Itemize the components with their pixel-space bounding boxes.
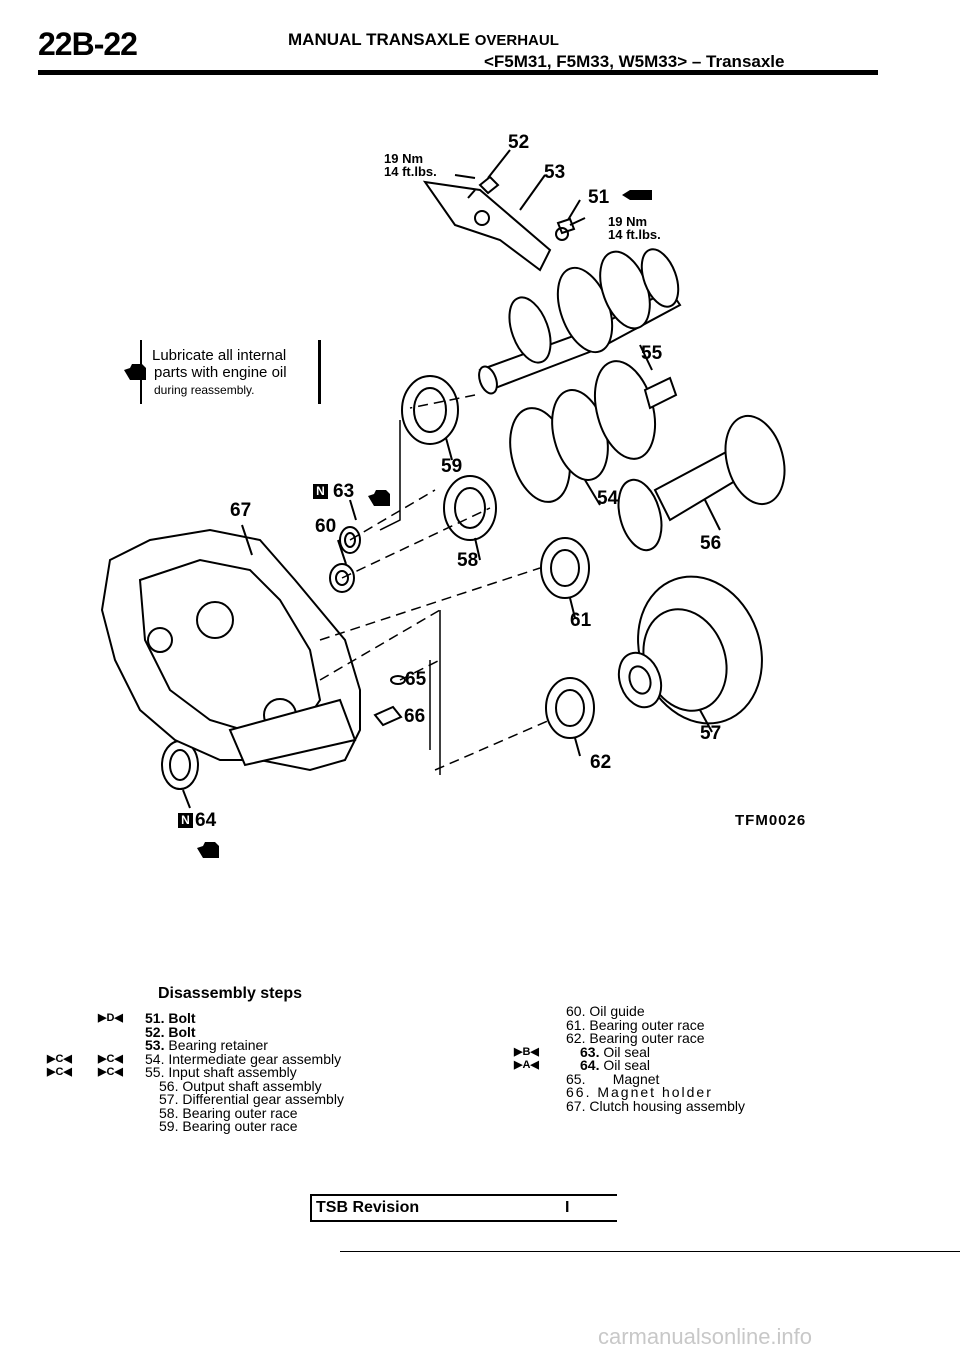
lubrication-note: Lubricate all internal parts with engine…	[140, 340, 321, 404]
oil-can-icon	[368, 490, 390, 506]
bearing-race-61	[540, 537, 590, 599]
magnet-65	[390, 675, 406, 685]
steps-left-column: ▶D◀ 51. Bolt 52. Bolt 53. Bearing retain…	[47, 1010, 344, 1134]
step-54: ▶C◀ ▶C◀ 54. Intermediate gear assembly	[47, 1050, 342, 1067]
callout-55: 55	[641, 343, 663, 364]
step-65: 65. Magnet	[566, 1070, 660, 1087]
marker-icon: ▶C◀	[98, 1052, 123, 1065]
bearing-race-62	[545, 677, 595, 739]
footer-rule	[340, 1251, 960, 1252]
step-57: 57. Differential gear assembly	[159, 1091, 344, 1107]
tsb-revision-value: I	[565, 1199, 570, 1216]
section-title: MANUAL TRANSAXLE OVERHAUL	[288, 30, 559, 50]
step-63: ▶B◀ 63. Oil seal	[514, 1043, 651, 1060]
step-66: 66. Magnet holder	[566, 1084, 713, 1100]
callout-53: 53	[544, 162, 566, 183]
step-59: 59. Bearing outer race	[159, 1118, 298, 1134]
callout-54: 54	[597, 488, 619, 509]
torque-top: 19 Nm 14 ft.lbs.	[384, 152, 437, 178]
output-shaft-assembly	[617, 414, 786, 552]
clutch-housing-assembly	[100, 528, 361, 772]
step-52: 52. Bolt	[145, 1023, 196, 1040]
bolt-51	[556, 217, 576, 235]
sealant-icon	[622, 190, 652, 200]
torque-top-nm: 19 Nm	[384, 151, 424, 166]
torque-right-ftlbs: 14 ft.lbs.	[608, 227, 661, 242]
bearing-retainer	[422, 180, 552, 272]
step-53: 53. Bearing retainer	[145, 1037, 268, 1053]
section-subtitle: <F5M31, F5M33, W5M33> – Transaxle	[484, 52, 785, 71]
step-62: 62. Bearing outer race	[566, 1030, 705, 1046]
step-58: 58. Bearing outer race	[159, 1104, 298, 1121]
section-title-overhaul: OVERHAUL	[474, 32, 559, 49]
callout-62: 62	[590, 752, 612, 773]
step-67: 67. Clutch housing assembly	[566, 1097, 745, 1114]
callout-67: 67	[230, 500, 252, 521]
new-part-mark-63: N	[313, 484, 328, 499]
bolt-53	[467, 175, 500, 199]
oil-can-icon	[197, 842, 219, 858]
torque-top-ftlbs: 14 ft.lbs.	[384, 164, 437, 179]
exploded-diagram	[100, 149, 786, 809]
callout-64: 64	[195, 810, 217, 831]
steps-right-column: 60. Oil guide 61. Bearing outer race 62.…	[514, 1003, 745, 1114]
callout-57: 57	[700, 723, 722, 744]
magnet-holder-66	[373, 705, 403, 727]
figure-code: TFM0026	[735, 812, 807, 829]
callout-60: 60	[315, 516, 337, 537]
differential-gear-assembly	[617, 575, 763, 725]
callout-52: 52	[508, 132, 530, 153]
tsb-revision-label: TSB Revision	[316, 1199, 420, 1216]
callout-65: 65	[405, 669, 427, 690]
marker-icon: ▶C◀	[98, 1066, 123, 1078]
section-title-main: MANUAL TRANSAXLE	[288, 30, 470, 49]
step-55: ▶C◀ ▶C◀ 55. Input shaft assembly	[47, 1064, 297, 1080]
step-51: ▶D◀ 51. Bolt	[98, 1010, 196, 1026]
input-shaft-assembly	[478, 248, 682, 395]
marker-icon: ▶B◀	[514, 1045, 539, 1058]
marker-icon: ▶A◀	[514, 1059, 539, 1071]
torque-right: 19 Nm 14 ft.lbs.	[608, 215, 661, 241]
note-line-3: during reassembly.	[154, 383, 255, 397]
marker-icon: ▶D◀	[98, 1012, 123, 1024]
tsb-revision-box	[310, 1194, 617, 1222]
callout-66: 66	[404, 706, 426, 727]
step-61: 61. Bearing outer race	[566, 1016, 705, 1033]
torque-right-nm: 19 Nm	[608, 214, 648, 229]
marker-icon: ▶C◀	[47, 1052, 72, 1065]
callout-58: 58	[457, 550, 479, 571]
bearing-race-59	[401, 375, 459, 445]
disassembly-steps-title: Disassembly steps	[158, 985, 303, 1002]
marker-icon: ▶C◀	[47, 1066, 72, 1078]
note-line-1: Lubricate all internal	[152, 347, 287, 364]
callout-63: 63	[333, 481, 355, 502]
header-rule	[38, 70, 878, 75]
watermark: carmanualsonline.info	[598, 1324, 813, 1349]
page-id: 22B-22	[38, 26, 138, 62]
note-line-2: parts with engine oil	[154, 364, 287, 381]
step-56: 56. Output shaft assembly	[159, 1077, 322, 1094]
intermediate-gear-assembly	[509, 360, 678, 503]
callout-61: 61	[570, 610, 592, 631]
callout-51: 51	[588, 187, 610, 208]
bearing-race-58	[443, 475, 497, 541]
callout-59: 59	[441, 456, 463, 477]
step-64: ▶A◀ 64. Oil seal	[514, 1057, 651, 1073]
new-part-mark-64: N	[178, 813, 193, 828]
callout-56: 56	[700, 533, 722, 554]
step-60: 60. Oil guide	[566, 1003, 645, 1019]
